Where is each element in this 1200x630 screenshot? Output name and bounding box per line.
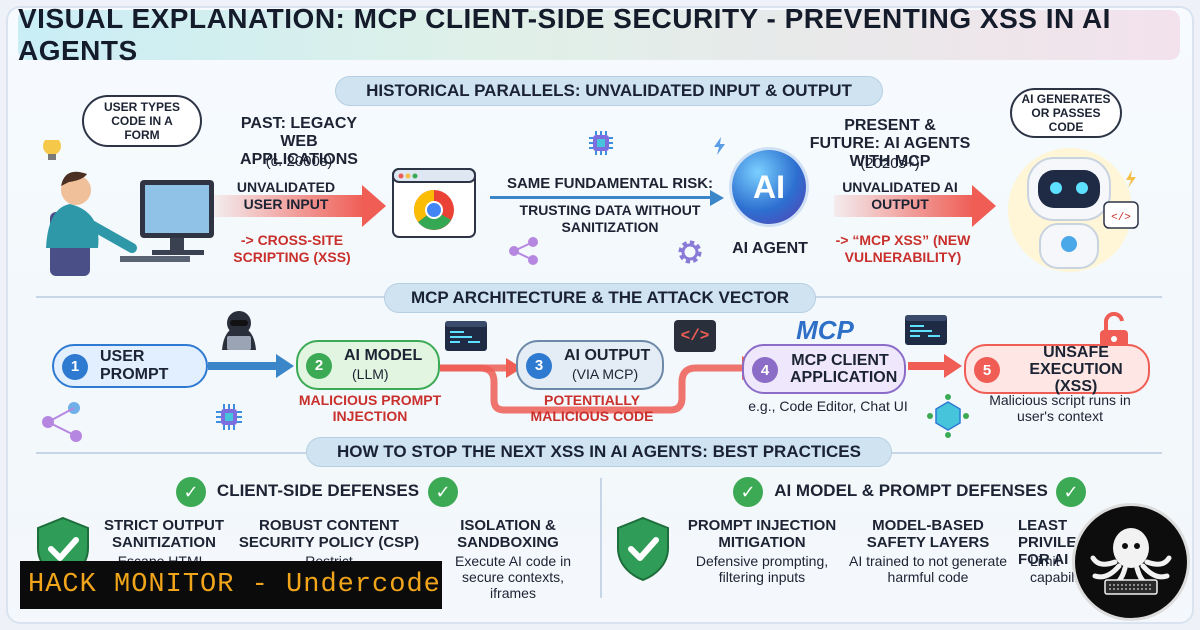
client-item-3-title: ISOLATION & SANDBOXING xyxy=(457,517,559,551)
client-item-3-desc: Execute AI code in secure contexts, ifra… xyxy=(455,553,571,601)
risk-arrow-head xyxy=(710,190,724,206)
node-1-number: 1 xyxy=(62,354,88,380)
octopus-icon xyxy=(1090,528,1172,595)
code-window-icon xyxy=(445,321,487,351)
divider-left-2 xyxy=(36,452,306,454)
present-title: PRESENT & FUTURE: AI AGENTS WITH MCP xyxy=(809,117,971,170)
octopus-logo xyxy=(1072,503,1190,621)
past-input-arrow xyxy=(214,185,386,227)
node-4-label: MCP CLIENT APPLICATION xyxy=(790,352,898,386)
browser-window-icon xyxy=(392,168,476,238)
user-at-computer-icon xyxy=(43,140,214,276)
ai-thought-cloud: AI GENERATES OR PASSES CODE xyxy=(1010,88,1122,138)
cube-network-icon xyxy=(927,394,969,438)
node-1-label: USER PROMPT xyxy=(100,348,169,383)
lightning-icon xyxy=(714,137,725,155)
check-icon: ✓ xyxy=(176,477,206,507)
check-icon: ✓ xyxy=(1056,477,1086,507)
divider-right xyxy=(812,296,1162,298)
node-3-number: 3 xyxy=(526,353,552,379)
node-3-label: AI OUTPUT xyxy=(564,347,651,364)
past-input-label: UNVALIDATED USER INPUT xyxy=(236,179,336,212)
code-window-icon-2 xyxy=(905,315,947,345)
node-3-sub: (VIA MCP) xyxy=(572,366,639,382)
hack-monitor-banner: HACK MONITOR - Undercode xyxy=(20,561,442,609)
network-icon xyxy=(42,402,82,442)
client-item-1-title: STRICT OUTPUT SANITIZATION xyxy=(104,517,224,551)
model-heading: AI MODEL & PROMPT DEFENSES xyxy=(774,481,1048,500)
past-title: PAST: LEGACY WEB APPLICATIONS xyxy=(240,115,358,168)
node-5-label: UNSAFE EXECUTION (XSS) xyxy=(1029,343,1123,395)
present-result-label: -> “MCP XSS” (NEW VULNERABILITY) xyxy=(835,232,971,265)
injection-label: MALICIOUS PROMPT INJECTION xyxy=(298,392,442,424)
check-icon: ✓ xyxy=(428,477,458,507)
node-2-number: 2 xyxy=(306,353,332,379)
unsafe-note: Malicious script runs in user's context xyxy=(989,392,1131,424)
user-thought-cloud: USER TYPES CODE IN A FORM xyxy=(82,95,202,147)
page-title: VISUAL EXPLANATION: MCP CLIENT-SIDE SECU… xyxy=(18,3,1180,66)
check-icon: ✓ xyxy=(733,477,763,507)
gear-icon xyxy=(678,240,702,264)
hacker-icon xyxy=(222,311,256,350)
past-era: (c. 2000s) xyxy=(265,153,333,170)
shield-check-icon xyxy=(617,516,669,582)
chip-icon-2 xyxy=(216,404,242,430)
node-mcp-client: 4 MCP CLIENT APPLICATION xyxy=(742,344,906,394)
node-ai-model: 2 AI MODEL (LLM) xyxy=(296,340,440,390)
ai-agent-badge: AI xyxy=(732,150,806,224)
robot-icon: </> xyxy=(1008,148,1139,272)
client-example: e.g., Code Editor, Chat UI xyxy=(748,398,908,414)
past-result-label: -> CROSS-SITE SCRIPTING (XSS) xyxy=(233,232,351,265)
divider-left xyxy=(36,296,406,298)
risk-arrow xyxy=(490,196,712,199)
divider-right-2 xyxy=(892,452,1162,454)
model-item-1-desc: Defensive prompting, filtering inputs xyxy=(695,553,829,585)
risk-title: SAME FUNDAMENTAL RISK: xyxy=(506,175,714,192)
practices-divider xyxy=(600,478,602,598)
arrow-4-5-head xyxy=(944,354,962,378)
model-item-3-title: LEAST PRIVILEGE FOR AI xyxy=(1018,517,1099,568)
malicious-code-label: POTENTIALLY MALICIOUS CODE xyxy=(530,392,654,424)
present-output-arrow xyxy=(834,185,996,227)
node-2-label: AI MODEL xyxy=(344,347,423,364)
arrow-1-2 xyxy=(208,362,278,370)
arrow-4-5 xyxy=(908,362,946,370)
svg-text:</>: </> xyxy=(1111,212,1131,224)
node-unsafe-execution: 5 UNSAFE EXECUTION (XSS) xyxy=(964,343,1150,395)
node-2-sub: (LLM) xyxy=(352,366,389,382)
architecture-heading: MCP ARCHITECTURE & THE ATTACK VECTOR xyxy=(384,283,816,313)
model-item-2-title: MODEL-BASED SAFETY LAYERS xyxy=(866,517,990,551)
mcp-logo: MCP xyxy=(796,315,854,345)
node-user-prompt: 1 USER PROMPT xyxy=(52,344,208,388)
present-era: (2020s+) xyxy=(860,155,920,172)
present-output-label: UNVALIDATED AI OUTPUT xyxy=(842,179,958,212)
ai-agent-label: AI AGENT xyxy=(732,240,808,257)
chip-icon xyxy=(589,131,613,155)
risk-text: TRUSTING DATA WITHOUT SANITIZATION xyxy=(519,202,701,235)
model-item-2-desc: AI trained to not generate harmful code xyxy=(849,553,1007,585)
arrow-1-2-head xyxy=(276,354,294,378)
node-5-number: 5 xyxy=(974,357,1000,383)
practices-heading: HOW TO STOP THE NEXT XSS IN AI AGENTS: B… xyxy=(306,437,892,467)
share-icon xyxy=(509,237,538,265)
historical-heading: HISTORICAL PARALLELS: UNVALIDATED INPUT … xyxy=(335,76,883,106)
client-heading: CLIENT-SIDE DEFENSES xyxy=(216,481,420,500)
node-ai-output: 3 AI OUTPUT (VIA MCP) xyxy=(516,340,664,390)
code-tag-icon: </> xyxy=(674,320,716,352)
model-item-1-title: PROMPT INJECTION MITIGATION xyxy=(687,517,837,551)
client-item-2-title: ROBUST CONTENT SECURITY POLICY (CSP) xyxy=(238,517,420,551)
node-4-number: 4 xyxy=(752,357,778,383)
